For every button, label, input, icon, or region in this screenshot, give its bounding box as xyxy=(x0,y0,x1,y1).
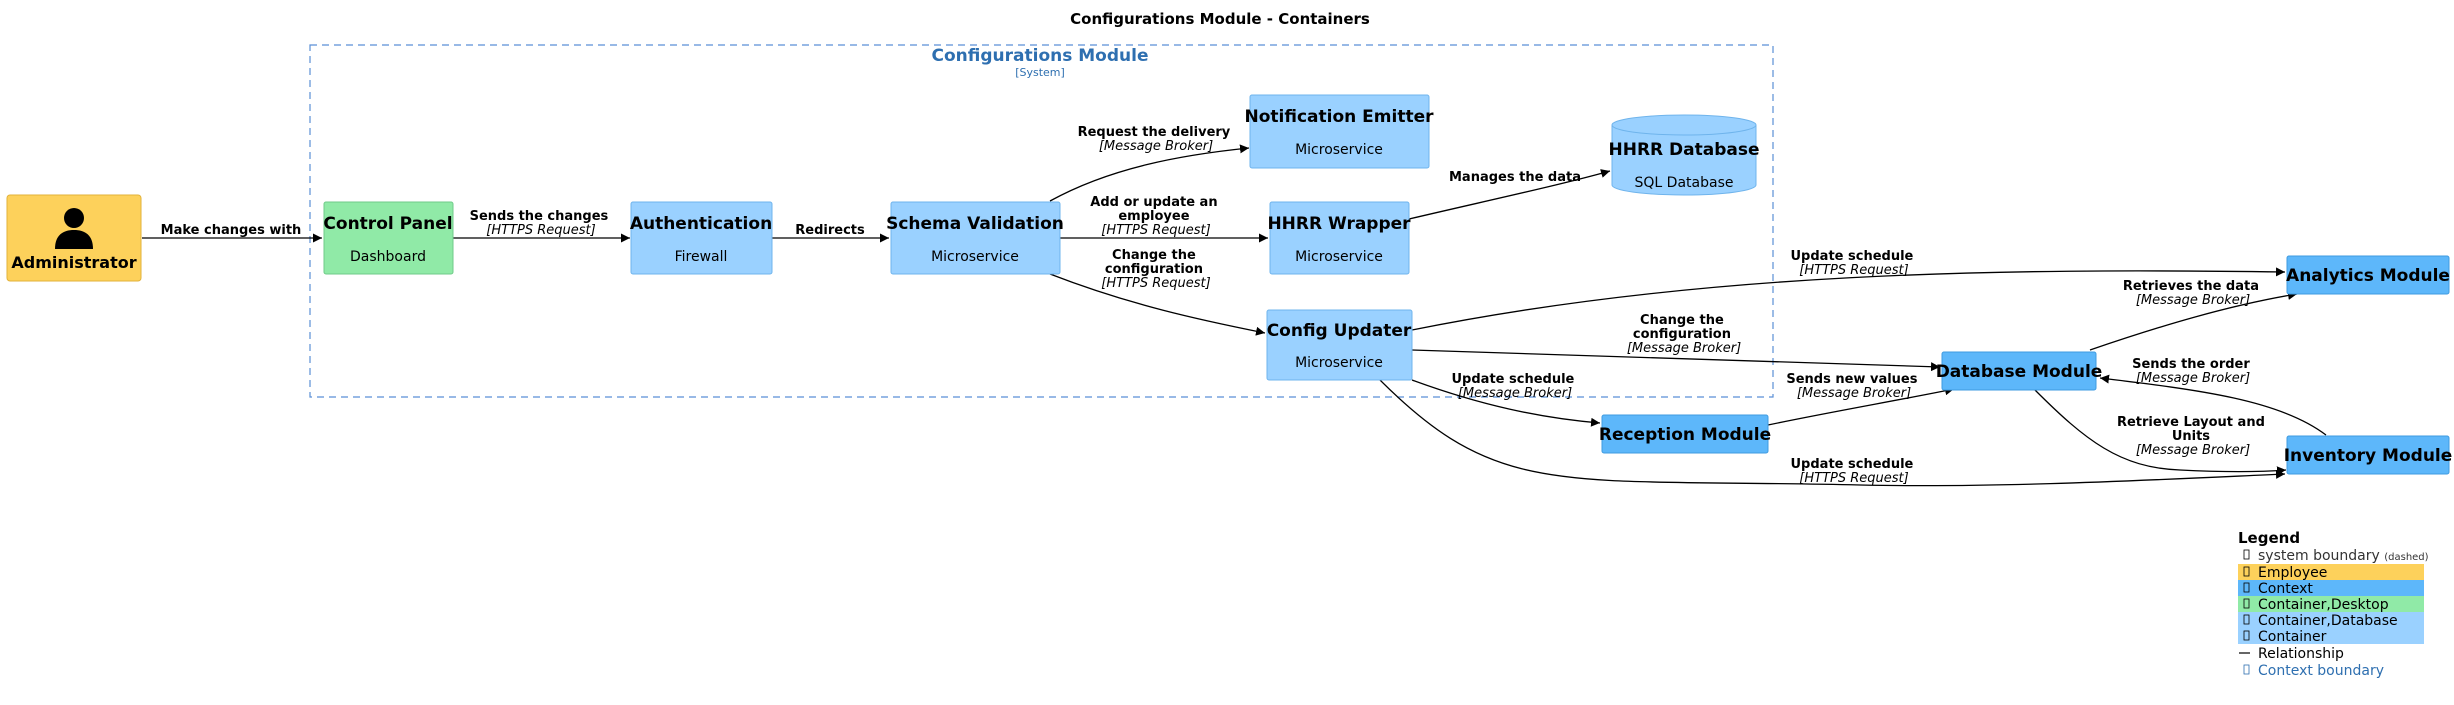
node-name: Inventory Module xyxy=(2284,446,2453,466)
label-admin-control-panel: Make changes with xyxy=(161,223,302,238)
node-control-panel[interactable]: Control Panel Dashboard xyxy=(323,201,454,275)
node-name: Notification Emitter xyxy=(1245,107,1435,127)
node-name: Schema Validation xyxy=(886,214,1064,234)
label-schema-validation-hhrr-wrapper: Add or update an employee [HTTPS Request… xyxy=(1090,195,1221,238)
edge-database-module-inventory xyxy=(2034,389,2287,476)
label-control-panel-authentication: Sends the changes [HTTPS Request] xyxy=(470,209,613,238)
legend-item-relationship: Relationship xyxy=(2239,646,2344,662)
diagram-title: Configurations Module - Containers xyxy=(1070,10,1370,28)
node-schema-validation[interactable]: Schema Validation Microservice xyxy=(886,201,1064,275)
label-schema-validation-config-updater: Change the configuration [HTTPS Request] xyxy=(1101,248,1210,291)
node-tech: Dashboard xyxy=(350,249,426,265)
node-tech: Microservice xyxy=(1295,142,1383,158)
edge-config-updater-database-module xyxy=(1411,349,1941,372)
node-database-module[interactable]: Database Module xyxy=(1936,351,2103,391)
person-icon xyxy=(55,208,93,249)
edge-config-updater-inventory xyxy=(1379,379,2286,487)
node-analytics-module[interactable]: Analytics Module xyxy=(2286,255,2450,295)
node-hhrr-database[interactable]: HHRR Database SQL Database xyxy=(1608,114,1760,196)
node-notification-emitter[interactable]: Notification Emitter Microservice xyxy=(1245,94,1435,169)
boundary-type: [System] xyxy=(1015,66,1065,79)
svg-text:Employee: Employee xyxy=(2258,565,2327,581)
node-tech: Firewall xyxy=(675,249,728,265)
label-config-updater-database-module: Change the configuration [Message Broker… xyxy=(1627,313,1741,356)
node-name: Authentication xyxy=(630,214,772,234)
svg-text:Container: Container xyxy=(2258,629,2327,645)
label-hhrr-wrapper-database: Manages the data xyxy=(1449,170,1581,185)
legend-title: Legend xyxy=(2238,529,2300,547)
svg-text:Relationship: Relationship xyxy=(2258,646,2344,662)
edge-config-updater-analytics xyxy=(1411,267,2286,331)
node-name: HHRR Database xyxy=(1608,140,1759,160)
edge-schema-validation-notification-emitter xyxy=(1049,144,1250,202)
edge-database-module-analytics xyxy=(2089,291,2298,351)
node-tech: Microservice xyxy=(1295,355,1383,371)
svg-text:system boundary (dashe: system boundary (dashed) xyxy=(2258,548,2429,564)
label-reception-database-module: Sends new values [Message Broker] xyxy=(1786,372,1921,401)
label-schema-validation-notification-emitter: Request the delivery [Message Broker] xyxy=(1078,125,1235,154)
node-name: Config Updater xyxy=(1267,321,1412,341)
node-administrator[interactable]: Administrator xyxy=(6,194,142,282)
node-name: Administrator xyxy=(11,253,136,272)
node-tech: Microservice xyxy=(1295,249,1383,265)
node-hhrr-wrapper[interactable]: HHRR Wrapper Microservice xyxy=(1267,201,1411,275)
edge-schema-validation-config-updater xyxy=(1049,273,1266,336)
legend-item-container: Container xyxy=(2238,628,2424,645)
label-config-updater-inventory: Update schedule [HTTPS Request] xyxy=(1791,457,1918,486)
svg-text:Context boundary: Context boundary xyxy=(2258,663,2384,679)
edge-hhrr-wrapper-database xyxy=(1408,169,1611,220)
svg-text:Container,Database: Container,Database xyxy=(2258,613,2398,629)
edge-reception-database-module xyxy=(1767,386,1955,426)
legend-item-container-database: Container,Database xyxy=(2238,612,2424,629)
relationships xyxy=(142,144,2327,487)
node-tech: SQL Database xyxy=(1635,175,1734,191)
node-inventory-module[interactable]: Inventory Module xyxy=(2284,435,2453,475)
label-inventory-database-module: Sends the order [Message Broker] xyxy=(2132,357,2254,386)
legend-item-system-boundary: system boundary (dashed) xyxy=(2243,548,2429,564)
svg-text:Container,Desktop: Container,Desktop xyxy=(2258,597,2389,613)
edge-config-updater-reception xyxy=(1411,379,1601,427)
edge-inventory-database-module xyxy=(2099,374,2327,436)
node-name: Analytics Module xyxy=(2286,266,2450,286)
label-authentication-schema-validation: Redirects xyxy=(795,223,865,238)
legend-item-container-desktop: Container,Desktop xyxy=(2238,596,2424,613)
node-reception-module[interactable]: Reception Module xyxy=(1599,414,1771,454)
system-boundary xyxy=(309,44,1774,398)
node-name: HHRR Wrapper xyxy=(1267,214,1411,234)
label-config-updater-reception: Update schedule [Message Broker] xyxy=(1452,372,1579,401)
node-name: Database Module xyxy=(1936,362,2103,382)
edge-labels: Make changes with Sends the changes [HTT… xyxy=(161,125,2269,486)
node-tech: Microservice xyxy=(931,249,1019,265)
node-name: Control Panel xyxy=(323,214,452,234)
svg-text:Context: Context xyxy=(2258,581,2313,597)
node-name: Reception Module xyxy=(1599,425,1771,445)
legend-item-context-boundary: Context boundary xyxy=(2243,663,2384,679)
legend-item-employee: Employee xyxy=(2238,564,2424,581)
legend: Legend system boundary (dashed) Employee… xyxy=(2238,529,2429,679)
node-authentication[interactable]: Authentication Firewall xyxy=(630,201,773,275)
node-config-updater[interactable]: Config Updater Microservice xyxy=(1266,309,1413,381)
label-config-updater-analytics: Update schedule [HTTPS Request] xyxy=(1791,249,1918,278)
legend-item-context: Context xyxy=(2238,580,2424,597)
boundary-label: Configurations Module xyxy=(932,46,1149,66)
label-database-module-inventory: Retrieve Layout and Units [Message Broke… xyxy=(2117,415,2269,458)
label-database-module-analytics: Retrieves the data [Message Broker] xyxy=(2123,279,2263,308)
